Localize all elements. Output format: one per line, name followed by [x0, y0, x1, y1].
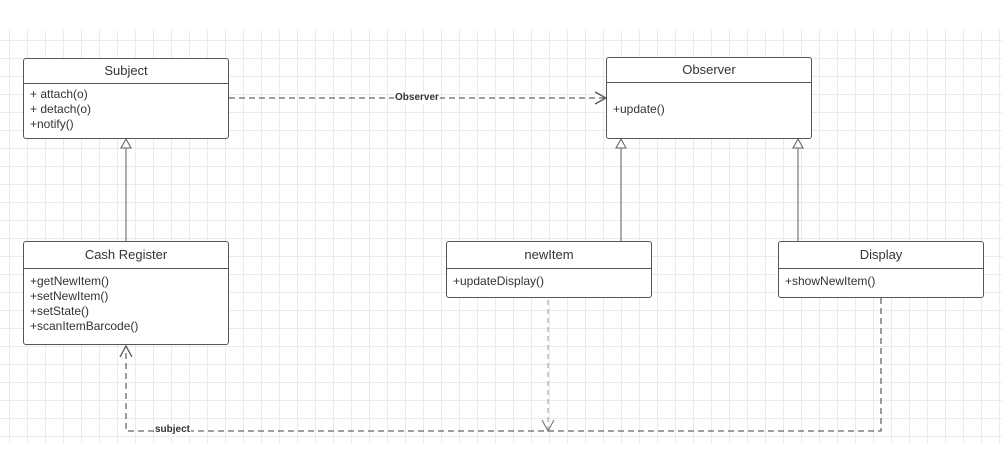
operations-list: +update()	[607, 83, 811, 120]
generalization-cash-register-to-subject	[120, 137, 132, 241]
operation: +updateDisplay()	[453, 274, 545, 288]
class-observer[interactable]: Observer +update()	[606, 57, 812, 139]
class-name: Cash Register	[24, 242, 228, 269]
hollow-triangle-icon	[120, 137, 132, 149]
generalization-newitem-to-observer	[615, 137, 627, 241]
operation: +setNewItem()	[30, 289, 109, 303]
operation: +getNewItem()	[30, 274, 110, 288]
class-subject[interactable]: Subject + attach(o) + detach(o) +notify(…	[23, 58, 229, 139]
class-name: Display	[779, 242, 983, 269]
operations-list: +updateDisplay()	[447, 269, 651, 292]
generalization-display-to-observer	[792, 137, 804, 241]
operation: +notify()	[30, 117, 74, 131]
operation: + detach(o)	[30, 102, 92, 116]
operation: + attach(o)	[30, 87, 88, 101]
open-arrowhead-icon	[541, 419, 555, 433]
operations-list: + attach(o) + detach(o) +notify()	[24, 84, 228, 135]
dependency-newitem-to-subject-link	[541, 300, 555, 433]
subject-link-label: subject	[154, 424, 192, 436]
hollow-triangle-icon	[615, 137, 627, 149]
dependency-display-to-cash-register	[119, 298, 882, 432]
operations-list: +getNewItem() +setNewItem() +setState() …	[24, 269, 228, 337]
class-new-item[interactable]: newItem +updateDisplay()	[446, 241, 652, 298]
class-name: newItem	[447, 242, 651, 269]
class-name: Observer	[607, 58, 811, 83]
operation: +setState()	[30, 304, 90, 318]
operation: +showNewItem()	[785, 274, 876, 288]
operations-list: +showNewItem()	[779, 269, 983, 292]
operation: +scanItemBarcode()	[30, 319, 139, 333]
hollow-triangle-icon	[792, 137, 804, 149]
open-arrowhead-icon	[119, 344, 133, 358]
class-display[interactable]: Display +showNewItem()	[778, 241, 984, 298]
class-name: Subject	[24, 59, 228, 84]
operation: +update()	[613, 102, 665, 116]
class-cash-register[interactable]: Cash Register +getNewItem() +setNewItem(…	[23, 241, 229, 345]
observer-link-label: Observer	[394, 92, 440, 104]
